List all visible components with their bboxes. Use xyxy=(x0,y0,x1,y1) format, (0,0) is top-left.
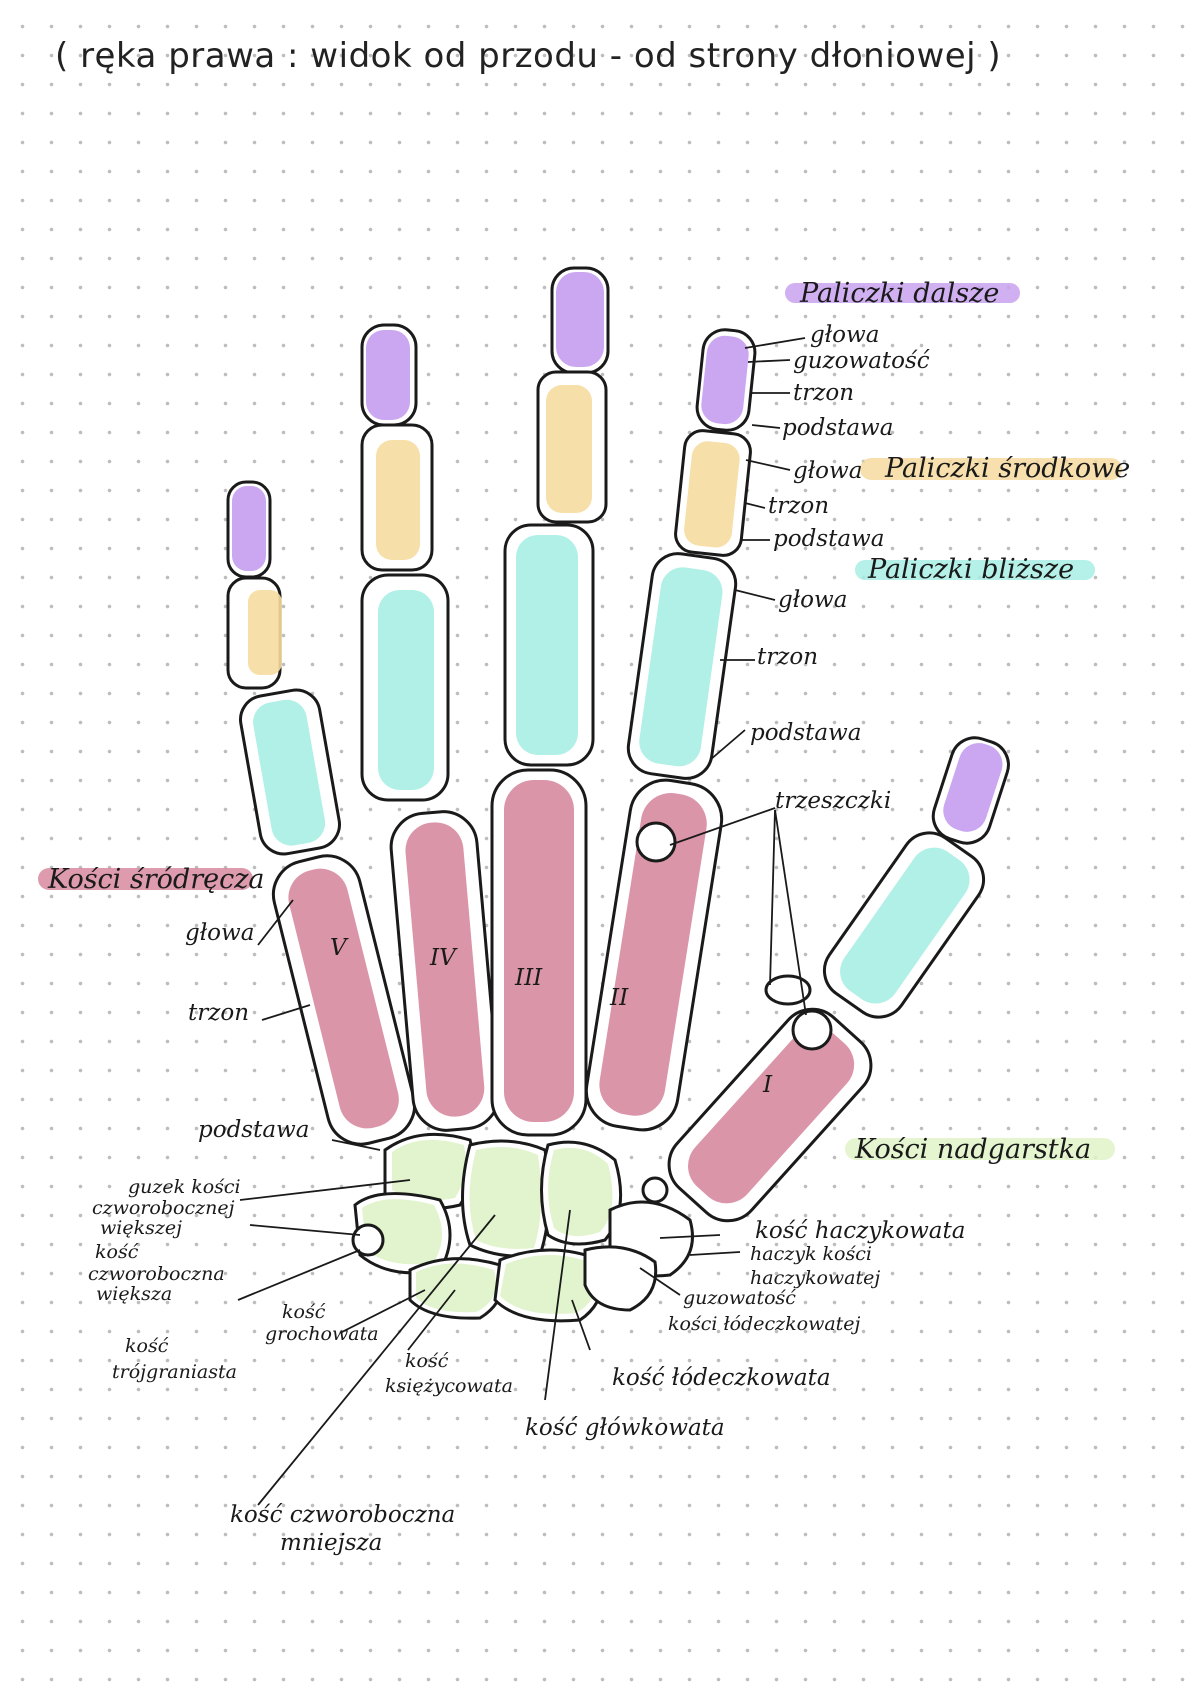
header-distal: Paliczki dalsze xyxy=(799,278,999,309)
label-trapezoid-2: mniejsza xyxy=(280,1530,382,1556)
metacarpals xyxy=(271,768,724,1146)
label-scaphoid-tuberosity-1: guzowatość xyxy=(683,1287,796,1309)
label-capitate: kość główkowata xyxy=(525,1415,725,1441)
label-pisiform-2: grochowata xyxy=(265,1323,379,1345)
label-hamate: kość haczykowata xyxy=(755,1218,965,1244)
carpal-bones xyxy=(351,1132,694,1323)
label-distal-head: głowa xyxy=(810,322,879,348)
finger-3 xyxy=(503,266,610,767)
label-trapezium-3: większa xyxy=(96,1283,172,1305)
numeral-iii: III xyxy=(514,965,543,991)
label-triquetrum-2: trójgraniasta xyxy=(112,1361,237,1383)
header-middle: Paliczki środkowe xyxy=(884,453,1130,484)
label-hook-1: haczyk kości xyxy=(750,1243,872,1265)
label-lunate-2: księżycowata xyxy=(385,1375,513,1397)
label-meta-shaft: trzon xyxy=(188,1000,249,1026)
numeral-v: V xyxy=(330,935,349,961)
header-carpal: Kości nadgarstka xyxy=(854,1134,1091,1165)
header-highlight-distal xyxy=(785,283,1020,303)
label-trapezium-tubercle-2: czworobocznej xyxy=(92,1197,235,1219)
label-distal-shaft: trzon xyxy=(793,380,854,406)
finger-4 xyxy=(360,323,450,802)
label-middle-shaft: trzon xyxy=(768,493,829,519)
sesamoids xyxy=(635,821,833,1051)
header-proximal: Paliczki bliższe xyxy=(867,554,1074,585)
label-trapezium-tubercle-1: guzek kości xyxy=(128,1176,241,1198)
label-hook-2: haczykowatej xyxy=(750,1267,880,1289)
label-meta-head: głowa xyxy=(185,920,254,946)
label-pisiform-1: kość xyxy=(282,1301,326,1323)
header-metacarpal: Kości śródręcza xyxy=(47,864,265,895)
label-middle-head: głowa xyxy=(793,458,862,484)
label-distal-tuberosity: guzowatość xyxy=(793,348,930,374)
page-title: ( ręka prawa : widok od przodu - od stro… xyxy=(55,36,1002,76)
label-distal-base: podstawa xyxy=(782,415,893,441)
numeral-i: I xyxy=(762,1072,773,1098)
header-highlight-metacarpal xyxy=(38,868,253,890)
header-highlight-middle xyxy=(860,458,1122,480)
label-middle-base: podstawa xyxy=(773,526,884,552)
label-trapezium-2: czworoboczna xyxy=(88,1263,225,1285)
header-highlight-proximal xyxy=(855,560,1095,580)
label-triquetrum-1: kość xyxy=(125,1335,169,1357)
label-scaphoid: kość łódeczkowata xyxy=(612,1365,831,1391)
numeral-ii: II xyxy=(609,985,629,1011)
label-trapezium-1: kość xyxy=(95,1241,139,1263)
header-highlight-carpal xyxy=(845,1138,1115,1160)
label-sesamoids: trzeszczki xyxy=(775,788,891,814)
label-meta-base: podstawa xyxy=(198,1117,309,1143)
label-trapezium-tubercle-3: większej xyxy=(100,1217,182,1239)
label-scaphoid-tuberosity-2: kości łódeczkowatej xyxy=(668,1313,861,1335)
numeral-iv: IV xyxy=(429,945,458,971)
leader-lines xyxy=(237,337,807,1506)
finger-5 xyxy=(226,480,341,856)
label-lunate-1: kość xyxy=(405,1350,449,1372)
finger-2 xyxy=(626,328,757,780)
label-proximal-shaft: trzon xyxy=(757,644,818,670)
label-proximal-base: podstawa xyxy=(750,720,861,746)
roman-numerals: V IV III II I xyxy=(330,935,773,1098)
label-trapezoid-1: kość czworoboczna xyxy=(230,1502,455,1528)
finger-1-thumb xyxy=(667,736,1010,1223)
label-proximal-head: głowa xyxy=(778,587,847,613)
